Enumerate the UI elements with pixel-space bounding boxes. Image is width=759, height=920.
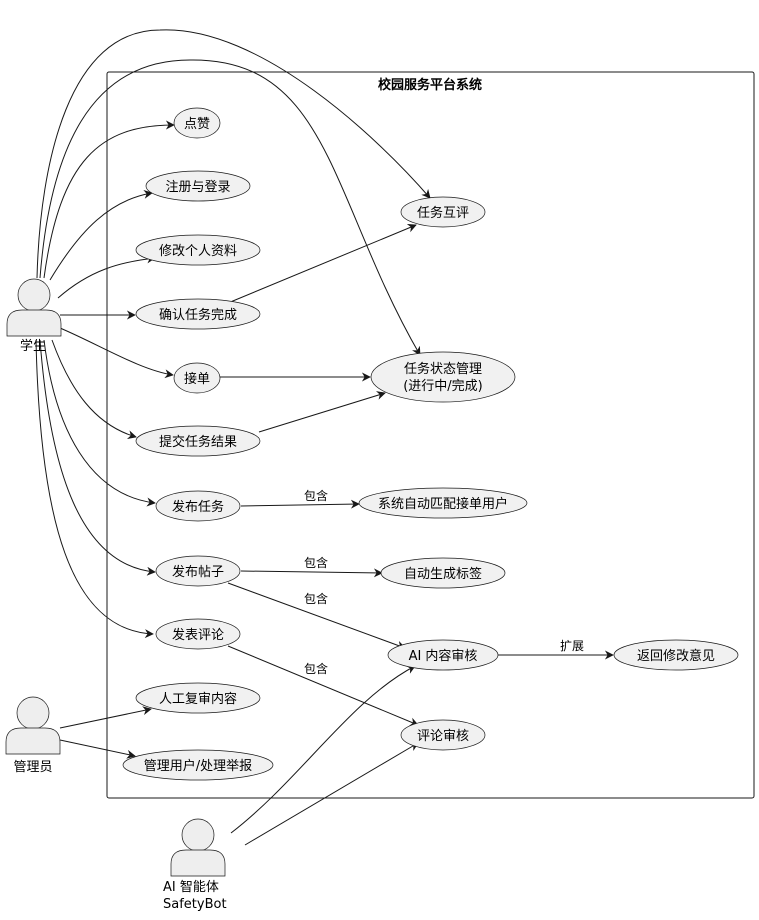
usecase-manage-users-label: 管理用户/处理举报 (144, 758, 252, 774)
usecase-accept-order[interactable]: 接单 (173, 362, 221, 394)
usecase-accept-order-label: 接单 (184, 371, 210, 387)
actor-ai-bot-label-1: AI 智能体 (163, 880, 219, 895)
usecase-task-status-label-2: (进行中/完成) (403, 379, 483, 394)
label-include-ai: 包含 (304, 591, 328, 606)
label-include-tags: 包含 (304, 555, 328, 570)
usecase-like[interactable]: 点赞 (173, 107, 221, 139)
edge-student-submit (51, 339, 137, 440)
system-boundary (106, 71, 755, 799)
usecase-submit-result[interactable]: 提交任务结果 (135, 425, 261, 457)
actor-ai-bot[interactable]: AI 智能体 SafetyBot (163, 818, 227, 912)
user-icon (5, 696, 61, 755)
edge-student-comment (35, 339, 154, 639)
label-extend: 扩展 (560, 639, 584, 653)
edge-student-accept (59, 327, 174, 379)
usecase-ai-review[interactable]: AI 内容审核 (387, 639, 499, 671)
edge-student-task-status (39, 59, 421, 356)
edge-student-like (43, 120, 175, 279)
usecase-submit-result-label: 提交任务结果 (159, 434, 237, 450)
usecase-auto-tags[interactable]: 自动生成标签 (380, 557, 506, 589)
edge-submit-status (258, 391, 386, 433)
usecase-auto-tags-label: 自动生成标签 (404, 566, 482, 582)
usecase-register[interactable]: 注册与登录 (145, 170, 251, 202)
usecase-edit-profile-label: 修改个人资料 (159, 244, 237, 259)
user-icon (6, 278, 62, 337)
usecase-publish-post-label: 发布帖子 (172, 564, 224, 580)
usecase-return-feedback[interactable]: 返回修改意见 (613, 639, 739, 671)
usecase-post-comment-label: 发表评论 (172, 627, 224, 643)
usecase-auto-match[interactable]: 系统自动匹配接单用户 (358, 487, 528, 519)
actor-student-label: 学生 (20, 338, 46, 354)
edge-admin-manual (59, 706, 152, 729)
edge-confirm-review (227, 223, 417, 304)
label-include-match: 包含 (304, 488, 328, 503)
usecase-publish-task-label: 发布任务 (172, 499, 224, 515)
usecase-ai-review-label: AI 内容审核 (409, 648, 478, 664)
actor-ai-bot-label-2: SafetyBot (163, 897, 227, 912)
usecase-confirm-task-label: 确认任务完成 (159, 307, 237, 323)
edge-student-register (49, 189, 153, 281)
usecase-post-comment[interactable]: 发表评论 (155, 618, 241, 650)
edge-bot-ai (230, 665, 416, 834)
usecase-manual-review[interactable]: 人工复审内容 (135, 682, 261, 714)
label-include-comment: 包含 (304, 661, 328, 676)
edge-bot-comment (244, 742, 419, 846)
usecase-register-label: 注册与登录 (165, 180, 230, 195)
edge-publish-post-tags (240, 568, 383, 578)
usecase-like-label: 点赞 (184, 117, 210, 132)
usecase-comment-review-label: 评论审核 (417, 729, 469, 744)
usecase-task-review-label: 任务互评 (417, 205, 469, 221)
usecase-task-review[interactable]: 任务互评 (400, 196, 486, 228)
usecase-return-feedback-label: 返回修改意见 (637, 648, 715, 664)
usecase-confirm-task[interactable]: 确认任务完成 (135, 298, 261, 330)
usecase-publish-task[interactable]: 发布任务 (155, 490, 241, 522)
actor-admin[interactable]: 管理员 (5, 696, 61, 775)
edge-comment-review (227, 645, 419, 727)
edge-student-task-review (36, 29, 431, 279)
edge-student-publish-task (43, 339, 156, 507)
edge-publish-task-match (240, 499, 360, 509)
usecase-edit-profile[interactable]: 修改个人资料 (135, 234, 261, 266)
actor-student[interactable]: 学生 (6, 278, 62, 354)
edge-publish-post-ai (227, 582, 406, 650)
usecase-manual-review-label: 人工复审内容 (159, 691, 237, 707)
usecase-comment-review[interactable]: 评论审核 (400, 719, 486, 751)
robot-user-icon (170, 818, 226, 877)
edge-student-publish-post (39, 339, 156, 576)
edge-admin-manage (59, 739, 136, 759)
usecase-publish-post[interactable]: 发布帖子 (155, 555, 241, 587)
usecase-auto-match-label: 系统自动匹配接单用户 (378, 496, 508, 512)
system-title: 校园服务平台系统 (378, 77, 482, 93)
actor-admin-label: 管理员 (13, 760, 52, 775)
edge-student-edit-profile (57, 254, 156, 299)
usecase-task-status[interactable]: 任务状态管理 (进行中/完成) (370, 351, 516, 403)
usecase-task-status-label-1: 任务状态管理 (404, 361, 482, 377)
usecase-manage-users[interactable]: 管理用户/处理举报 (122, 749, 274, 781)
